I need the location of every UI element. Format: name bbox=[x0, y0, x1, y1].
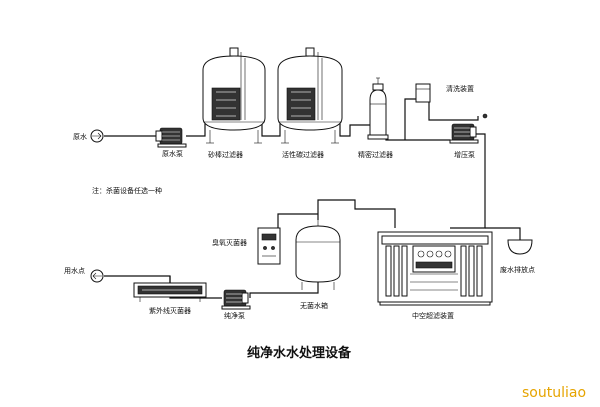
diagram-title: 纯净水水处理设备 bbox=[247, 345, 352, 361]
pipe-carbon-to-precision bbox=[339, 122, 370, 137]
use-point-icon bbox=[90, 269, 104, 283]
pipe-cleaning-out bbox=[428, 99, 479, 121]
sterile-tank-label: 无菌水箱 bbox=[300, 301, 328, 310]
pure-pump-label: 纯净泵 bbox=[224, 311, 245, 320]
sand-filter-label: 砂棒过滤器 bbox=[208, 150, 243, 159]
pipe-uf-to-waste bbox=[485, 227, 521, 240]
sterile-tank-icon bbox=[295, 218, 341, 290]
pure-pump-icon bbox=[221, 289, 251, 310]
precision-filter-icon bbox=[367, 77, 389, 140]
pipe-cleaning-return bbox=[404, 98, 416, 140]
use-point-label: 用水点 bbox=[64, 266, 85, 275]
uv-sterilizer-icon bbox=[133, 282, 207, 302]
uf-device-label: 中空超滤装置 bbox=[412, 311, 454, 320]
sand-filter-icon bbox=[202, 47, 266, 144]
waste-drain-icon bbox=[507, 239, 533, 255]
cleaning-device-label: 清洗装置 bbox=[446, 84, 474, 93]
booster-pump-icon bbox=[449, 113, 488, 144]
ozone-sterilizer-label: 臭氧灭菌器 bbox=[212, 238, 247, 247]
uf-membranes bbox=[385, 245, 483, 297]
pipe-pump-to-sand bbox=[186, 122, 206, 137]
watermark: soutuliao bbox=[522, 385, 586, 401]
pipe-precision-to-booster bbox=[385, 135, 450, 141]
carbon-filter-icon bbox=[277, 47, 343, 144]
waste-drain-label: 废水排放点 bbox=[500, 265, 535, 274]
raw-water-label: 原水 bbox=[73, 132, 87, 141]
booster-pump-label: 增压泵 bbox=[454, 150, 475, 159]
carbon-filter-label: 活性碳过滤器 bbox=[282, 150, 324, 159]
uv-sterilizer-label: 紫外线灭菌器 bbox=[149, 306, 191, 315]
cleaning-device-icon bbox=[415, 83, 431, 103]
ozone-sterilizer-icon bbox=[257, 227, 281, 265]
sterilizer-note: 注：杀菌设备任选一种 bbox=[92, 186, 162, 195]
raw-water-pump-icon bbox=[155, 127, 187, 148]
pipe-uf-to-tank bbox=[317, 199, 396, 228]
precision-filter-label: 精密过滤器 bbox=[358, 150, 393, 159]
pipe-booster-to-uf bbox=[450, 133, 486, 229]
pipe-sand-to-carbon bbox=[261, 122, 281, 137]
uf-device-icon bbox=[377, 231, 493, 306]
raw-water-pump-label: 原水泵 bbox=[162, 149, 183, 158]
pipe-tank-to-pure-pump bbox=[249, 280, 319, 298]
raw-water-inlet bbox=[90, 129, 104, 143]
